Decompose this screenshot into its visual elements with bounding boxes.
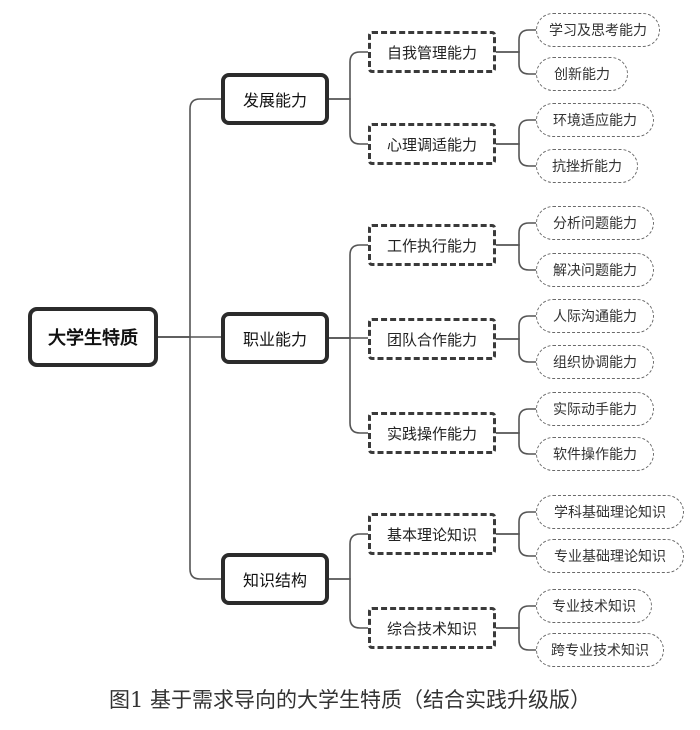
connector-group-to-item: [496, 605, 536, 629]
connector-group-to-item: [496, 627, 536, 651]
connector-group-to-item: [496, 315, 536, 340]
branch-node: 知识结构: [221, 553, 329, 605]
connector-branch-to-group: [329, 337, 368, 434]
branch-node: 发展能力: [221, 73, 329, 125]
connector-group-to-item: [496, 143, 536, 167]
mind-map-connectors: [158, 29, 536, 651]
item-node: 分析问题能力: [536, 206, 654, 240]
figure-caption: 图1 基于需求导向的大学生特质（结合实践升级版）: [108, 688, 592, 712]
connector-group-to-item: [496, 533, 536, 557]
group-node: 综合技术知识: [368, 607, 496, 649]
group-node: 基本理论知识: [368, 513, 496, 555]
connector-branch-to-group: [329, 51, 368, 100]
item-node: 抗挫折能力: [536, 149, 638, 183]
group-node: 自我管理能力: [368, 31, 496, 73]
connector-group-to-item: [496, 511, 536, 535]
item-node: 跨专业技术知识: [536, 633, 664, 667]
item-node: 创新能力: [536, 57, 628, 91]
item-node: 软件操作能力: [536, 437, 654, 471]
branch-node: 职业能力: [221, 312, 329, 364]
root-node: 大学生特质: [28, 307, 158, 367]
connector-branch-to-group: [329, 533, 368, 580]
connector-group-to-item: [496, 244, 536, 271]
connector-group-to-item: [496, 51, 536, 75]
connector-group-to-item: [496, 338, 536, 363]
connector-branch-to-group: [329, 98, 368, 145]
item-node: 专业基础理论知识: [536, 539, 684, 573]
connector-root-to-branch: [158, 336, 221, 580]
connector-root-to-branch: [158, 98, 221, 338]
item-node: 实际动手能力: [536, 392, 654, 426]
item-node: 学科基础理论知识: [536, 495, 684, 529]
connector-branch-to-group: [329, 578, 368, 629]
connector-group-to-item: [496, 408, 536, 434]
item-node: 解决问题能力: [536, 253, 654, 287]
connector-group-to-item: [496, 222, 536, 246]
connector-group-to-item: [496, 432, 536, 455]
item-node: 环境适应能力: [536, 103, 654, 137]
item-node: 组织协调能力: [536, 345, 654, 379]
connector-group-to-item: [496, 29, 536, 53]
connector-group-to-item: [496, 119, 536, 145]
connector-branch-to-group: [329, 244, 368, 339]
item-node: 人际沟通能力: [536, 299, 654, 333]
item-node: 学习及思考能力: [536, 13, 660, 47]
group-node: 心理调适能力: [368, 123, 496, 165]
group-node: 团队合作能力: [368, 318, 496, 360]
group-node: 工作执行能力: [368, 224, 496, 266]
group-node: 实践操作能力: [368, 412, 496, 454]
item-node: 专业技术知识: [536, 589, 652, 623]
